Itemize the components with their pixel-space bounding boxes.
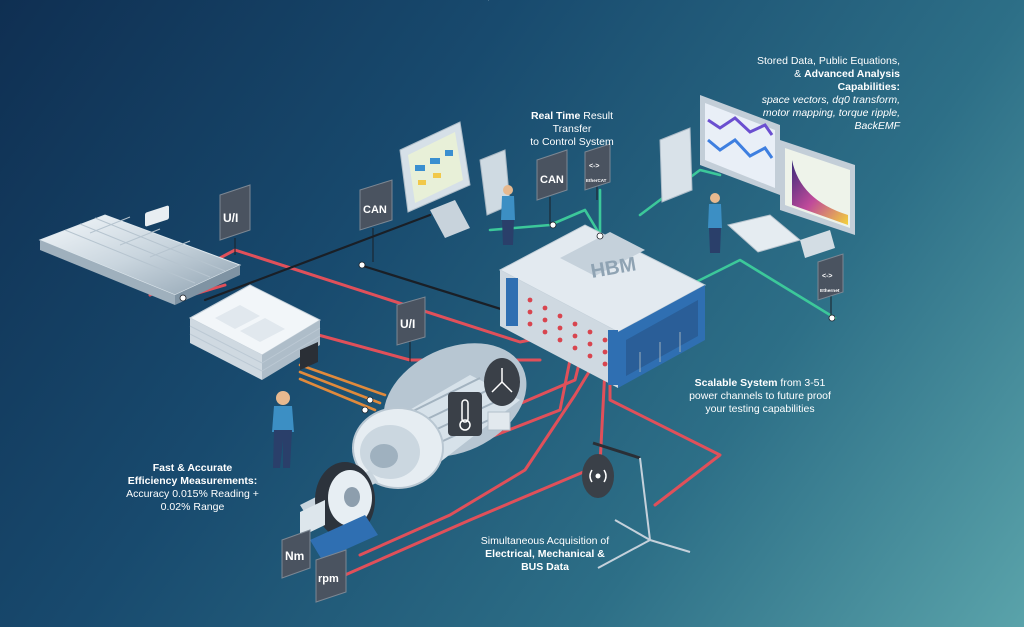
caption-line: Efficiency Measurements: <box>120 475 265 488</box>
cable-torque <box>358 360 597 557</box>
caption-bold: BUS Data <box>521 561 569 573</box>
sound-icon <box>582 454 614 498</box>
caption-realtime: Real Time Result Transfer to Control Sys… <box>512 110 632 149</box>
junction-dots <box>179 221 836 414</box>
caption-line: motor mapping, torque ripple, <box>740 107 900 120</box>
caption-bold: Efficiency Measurements: <box>127 475 258 487</box>
caption-bold: Scalable System <box>694 377 778 389</box>
hbm-data-acquisition-icon: HBM <box>498 224 707 388</box>
caption-line: Electrical, Mechanical & <box>470 548 620 561</box>
tag-speed: rpm <box>315 549 347 603</box>
microphone-icon <box>592 441 691 569</box>
caption-line: power channels to future proof <box>689 390 831 402</box>
caption-line: Accuracy 0.015% Reading + <box>126 488 259 500</box>
tag-torque: Nm <box>281 529 311 579</box>
caption-stored-data: Stored Data, Public Equations, & Advance… <box>740 55 900 133</box>
caption-text: from 3-51 <box>777 377 826 389</box>
cable-can-right <box>488 208 602 237</box>
caption-bold: Real Time <box>530 110 581 122</box>
caption-line: space vectors, dq0 transform, <box>740 94 900 107</box>
caption-line: Capabilities: <box>740 81 900 94</box>
caption-line: to Control System <box>530 136 614 148</box>
caption-line: 0.02% Range <box>160 501 225 513</box>
svg-text:Nm: Nm <box>285 549 304 563</box>
caption-text: & <box>794 68 805 80</box>
caption-line: & Advanced Analysis <box>740 68 900 81</box>
caption-italic: BackEMF <box>854 120 900 132</box>
caption-line: Stored Data, Public Equations, <box>756 55 900 67</box>
caption-efficiency: Fast & Accurate Efficiency Measurements:… <box>120 462 265 514</box>
caption-text: Result Transfer <box>552 110 614 135</box>
cable-3phase <box>298 363 387 412</box>
svg-text:U/I: U/I <box>400 317 415 331</box>
vibration-icon <box>484 358 520 431</box>
cable-ethernet-pc <box>638 168 722 217</box>
svg-text:<->: <-> <box>822 273 833 280</box>
svg-text:CAN: CAN <box>540 174 564 186</box>
caption-line: BackEMF <box>740 120 900 133</box>
caption-scalable: Scalable System from 3-51 power channels… <box>680 377 840 416</box>
caption-bold: Electrical, Mechanical & <box>485 548 605 560</box>
caption-line: Scalable System from 3-51 <box>680 377 840 390</box>
person-control-icon <box>501 185 515 245</box>
caption-line: Simultaneous Acquisition of <box>480 535 610 547</box>
caption-line: Real Time Result Transfer <box>512 110 632 136</box>
person-icon <box>272 391 294 468</box>
svg-text:U/I: U/I <box>223 211 238 225</box>
person-analysis-icon <box>708 193 722 253</box>
caption-line: BUS Data <box>470 561 620 574</box>
analysis-workstation-icon <box>659 95 855 258</box>
tag-ethercat: <-> EtherCAT <box>584 143 611 200</box>
torque-flange-icon <box>300 462 378 560</box>
caption-italic: space vectors, dq0 transform, <box>761 94 900 106</box>
temperature-icon <box>448 392 482 436</box>
tag-ui-battery: U/I <box>219 184 251 255</box>
inverter-icon <box>188 284 322 380</box>
battery-icon <box>38 205 242 305</box>
caption-simultaneous: Simultaneous Acquisition of Electrical, … <box>470 535 620 574</box>
tag-ui-inverter: U/I <box>396 296 426 362</box>
caption-bold: Fast & Accurate <box>152 462 233 474</box>
cable-motor-temp <box>468 358 572 447</box>
svg-text:Ethernet: Ethernet <box>820 288 840 294</box>
svg-text:EtherCAT: EtherCAT <box>586 178 607 183</box>
svg-text:<->: <-> <box>589 163 600 170</box>
tag-can-right: CAN <box>536 149 568 225</box>
tag-can-left: CAN <box>359 179 393 262</box>
cable-speed <box>343 366 607 577</box>
caption-line: your testing capabilities <box>705 403 815 415</box>
caption-bold: Capabilities: <box>837 81 900 93</box>
tag-ethernet: <-> Ethernet <box>817 253 844 318</box>
svg-text:CAN: CAN <box>363 204 387 216</box>
caption-bold: Advanced Analysis <box>804 68 900 80</box>
motor-icon <box>300 343 527 560</box>
caption-italic: motor mapping, torque ripple, <box>762 107 900 119</box>
control-workstation-icon <box>399 0 511 238</box>
caption-line: Fast & Accurate <box>120 462 265 475</box>
signal-tags: U/I CAN U/I CAN <-> EtherCAT <-> Ether <box>219 143 844 603</box>
cable-ethernet <box>688 258 837 320</box>
cable-can-left <box>203 213 432 302</box>
svg-text:rpm: rpm <box>318 573 339 585</box>
cable-network <box>148 168 837 577</box>
